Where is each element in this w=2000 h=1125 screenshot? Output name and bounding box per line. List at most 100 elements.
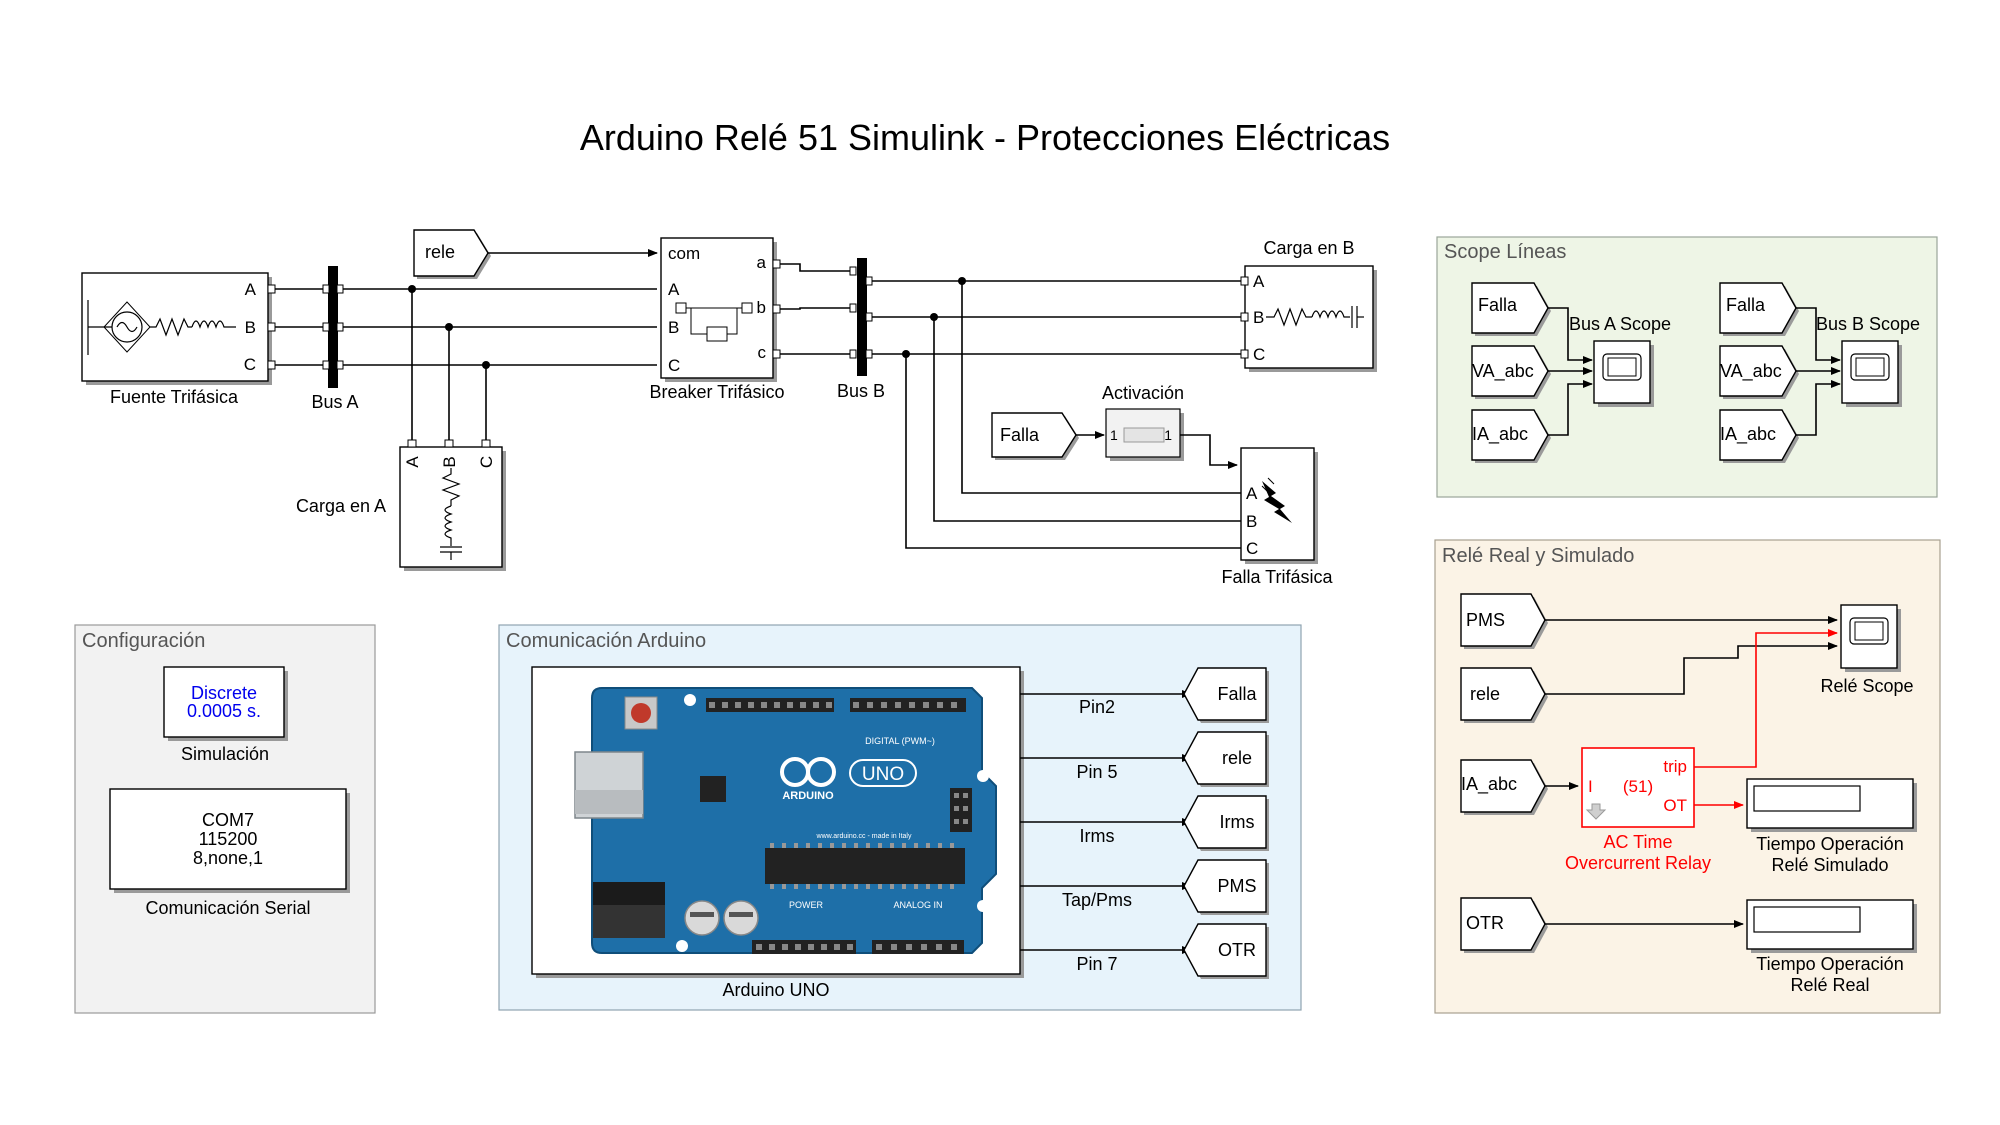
bus-a-scope-group[interactable]: Falla VA_abc IA_abc Bus A Scope [1471,282,1671,463]
svg-text:IA_abc: IA_abc [1461,774,1517,795]
svg-text:B: B [1253,308,1264,327]
otr-tag[interactable]: OTR [1460,897,1548,953]
svg-text:B: B [1246,512,1257,531]
svg-text:OTR: OTR [1466,913,1504,933]
svg-text:C: C [244,355,256,374]
three-phase-breaker-block[interactable]: com A B C a b c [660,237,781,382]
svg-text:B: B [440,456,459,467]
svg-text:Falla: Falla [1726,295,1766,315]
display-real-relay[interactable] [1746,899,1917,953]
svg-text:Falla: Falla [1217,684,1257,704]
bus-b-block[interactable] [849,258,873,376]
rele-from-tag[interactable]: rele [413,229,491,279]
ia-abc-tag-relay[interactable]: IA_abc [1460,759,1548,815]
load-a-block[interactable]: A B C [399,439,506,571]
svg-text:Pin2: Pin2 [1079,697,1115,717]
display-sim-line1: Tiempo Operación [1756,834,1903,854]
activation-block[interactable]: 1 1 [1105,408,1184,461]
display-real-line2: Relé Real [1790,975,1869,995]
svg-text:8,none,1: 8,none,1 [193,848,263,868]
breaker-label: Breaker Trifásico [649,382,784,402]
arduino-output-pin2[interactable]: Pin2 Falla [1020,667,1269,723]
svg-text:ARDUINO: ARDUINO [782,790,834,802]
svg-text:1: 1 [1110,427,1118,443]
svg-text:c: c [758,343,767,362]
relay-label-line1: AC Time [1603,832,1672,852]
svg-text:www.arduino.cc - made in Italy: www.arduino.cc - made in Italy [816,833,912,840]
svg-text:(51): (51) [1623,777,1653,796]
display-sim-line2: Relé Simulado [1771,855,1888,875]
arduino-uno-block[interactable]: DIGITAL (PWM~) ARDUINO UNO www.arduino.c… [531,666,1024,978]
svg-text:Falla: Falla [1478,295,1518,315]
bus-a-label: Bus A [311,392,358,412]
svg-text:PMS: PMS [1466,610,1505,630]
va-abc-tag-a[interactable]: VA_abc [1471,345,1551,399]
svg-text:rele: rele [1470,684,1500,704]
svg-text:COM7: COM7 [202,810,254,830]
svg-text:trip: trip [1663,757,1687,776]
svg-text:A: A [1253,272,1265,291]
rele-tag-relay[interactable]: rele [1460,667,1548,723]
config-area-title: Configuración [82,630,205,652]
svg-text:B: B [245,318,256,337]
svg-text:PMS: PMS [1217,876,1256,896]
svg-text:Falla: Falla [1000,425,1040,445]
three-phase-fault-block[interactable]: A B C [1240,447,1318,564]
svg-text:115200: 115200 [199,829,258,849]
falla-tag-b[interactable]: Falla [1719,282,1799,336]
falla-from-tag[interactable]: Falla [991,412,1079,460]
ac-time-overcurrent-relay-block[interactable]: I (51) trip OT [1581,747,1695,828]
arduino-output-pin7[interactable]: Pin 7 OTR [1020,923,1269,979]
svg-text:A: A [1246,484,1258,503]
bus-b-label: Bus B [837,381,885,401]
scope-lines-title: Scope Líneas [1444,241,1566,263]
relay-scope-block[interactable] [1840,604,1901,672]
svg-text:DIGITAL (PWM~): DIGITAL (PWM~) [865,736,935,746]
activation-label: Activación [1102,383,1184,403]
load-b-block[interactable]: A B C [1240,265,1377,372]
bus-b-scope-group[interactable]: Falla VA_abc IA_abc Bus B Scope [1719,282,1920,463]
relay-scope-label: Relé Scope [1820,676,1913,696]
source-label: Fuente Trifásica [110,387,239,407]
falla-tag-a[interactable]: Falla [1471,282,1551,336]
three-phase-source-block[interactable]: A B C [81,272,276,385]
svg-text:B: B [668,318,679,337]
svg-text:0.0005 s.: 0.0005 s. [187,701,261,721]
svg-text:Discrete: Discrete [191,683,257,703]
svg-text:VA_abc: VA_abc [1720,361,1782,382]
serial-label: Comunicación Serial [145,898,310,918]
svg-text:OT: OT [1663,796,1687,815]
svg-text:Pin 7: Pin 7 [1076,954,1117,974]
pms-tag[interactable]: PMS [1460,593,1548,649]
svg-text:VA_abc: VA_abc [1472,361,1534,382]
bus-a-block[interactable] [322,266,344,388]
bus-a-scope-label: Bus A Scope [1569,314,1671,334]
svg-text:rele: rele [425,242,455,262]
serial-config-block[interactable]: COM7 115200 8,none,1 [109,788,350,893]
arduino-area-title: Comunicación Arduino [506,630,706,652]
va-abc-tag-b[interactable]: VA_abc [1719,345,1799,399]
arduino-output-pin5[interactable]: Pin 5 rele [1020,731,1269,787]
display-simulated-relay[interactable] [1746,778,1917,832]
svg-text:Pin 5: Pin 5 [1076,762,1117,782]
svg-text:C: C [1246,539,1258,558]
load-b-label: Carga en B [1263,238,1354,258]
svg-text:b: b [757,298,766,317]
ia-abc-tag-a[interactable]: IA_abc [1471,409,1551,463]
arduino-output-irms[interactable]: Irms Irms [1020,795,1269,851]
svg-text:Irms: Irms [1080,826,1115,846]
arduino-output-tap-pms[interactable]: Tap/Pms PMS [1020,859,1269,915]
relay-label-line2: Overcurrent Relay [1565,853,1711,873]
display-real-line1: Tiempo Operación [1756,954,1903,974]
svg-text:UNO: UNO [862,764,904,785]
bus-b-scope-label: Bus B Scope [1816,314,1920,334]
ia-abc-tag-b[interactable]: IA_abc [1719,409,1799,463]
svg-text:Irms: Irms [1220,812,1255,832]
model-title: Arduino Relé 51 Simulink - Protecciones … [580,117,1390,158]
load-a-label: Carga en A [296,496,386,516]
powergui-block[interactable]: Discrete 0.0005 s. [163,666,288,741]
svg-text:1: 1 [1164,427,1172,443]
svg-text:Tap/Pms: Tap/Pms [1062,890,1132,910]
svg-text:POWER: POWER [789,900,824,910]
